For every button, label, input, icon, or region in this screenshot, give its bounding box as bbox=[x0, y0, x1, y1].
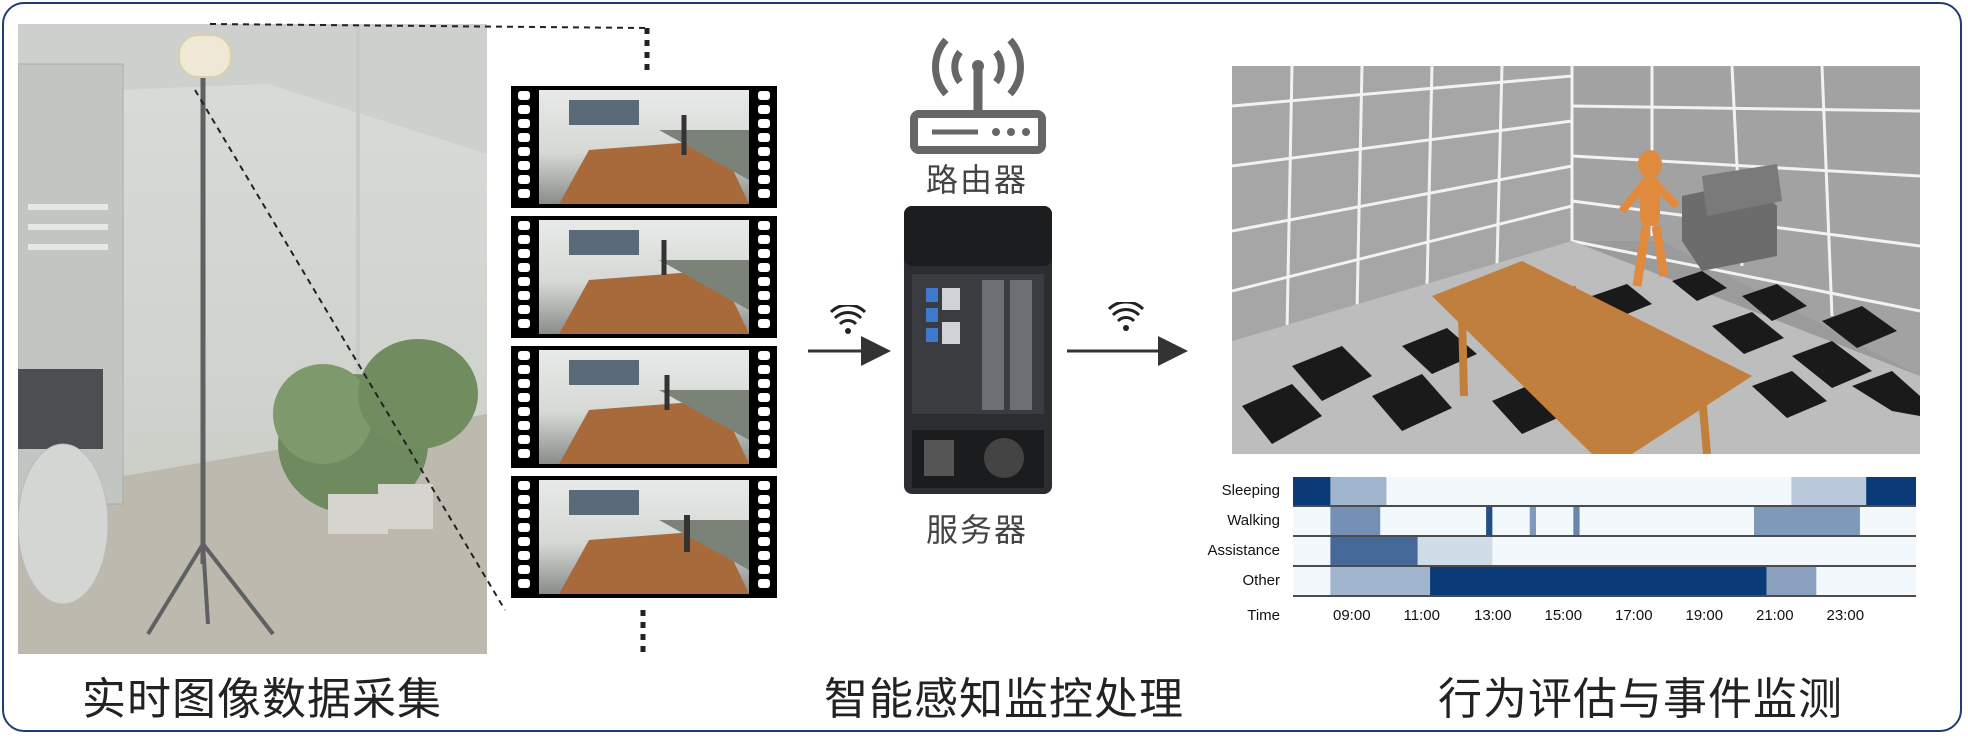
scene-render bbox=[1232, 66, 1920, 454]
video-frame bbox=[511, 476, 777, 598]
heatmap-cell bbox=[1754, 507, 1860, 535]
x-tick-label: 09:00 bbox=[1333, 607, 1371, 624]
heatmap-cell bbox=[1766, 567, 1817, 595]
x-tick-label: 23:00 bbox=[1826, 607, 1865, 624]
wifi-icon bbox=[830, 305, 866, 334]
heatmap-cell bbox=[1791, 477, 1867, 505]
heatmap-cell bbox=[1330, 507, 1381, 535]
heatmap-row bbox=[1293, 477, 1916, 505]
x-tick-label: 15:00 bbox=[1544, 607, 1583, 624]
heatmap-row-label: Assistance bbox=[1207, 542, 1280, 559]
heatmap-cell bbox=[1293, 477, 1331, 505]
x-axis-label: Time bbox=[1247, 607, 1280, 624]
caption-processing: 智能感知监控处理 bbox=[824, 674, 1184, 725]
server-label: 服务器 bbox=[926, 511, 1029, 549]
camera-icon bbox=[178, 34, 232, 78]
video-frame bbox=[511, 86, 777, 208]
video-frames bbox=[511, 86, 779, 606]
heatmap-cell bbox=[1330, 567, 1431, 595]
router-label: 路由器 bbox=[926, 161, 1029, 199]
x-tick-label: 13:00 bbox=[1474, 607, 1512, 624]
x-tick-label: 21:00 bbox=[1756, 607, 1794, 624]
video-frame bbox=[511, 216, 777, 338]
heatmap-row-label: Other bbox=[1242, 572, 1280, 589]
heatmap-cell bbox=[1486, 507, 1493, 535]
heatmap-row-label: Sleeping bbox=[1221, 482, 1280, 499]
x-tick-label: 19:00 bbox=[1685, 607, 1724, 624]
server-icon bbox=[904, 206, 1052, 494]
heatmap-cell bbox=[1330, 537, 1418, 565]
heatmap-cell bbox=[1417, 537, 1493, 565]
video-frame bbox=[511, 346, 777, 468]
heatmap-cell bbox=[1866, 477, 1916, 505]
heatmap-cell bbox=[1430, 567, 1767, 595]
router-icon bbox=[910, 37, 1046, 154]
wifi-icon bbox=[1108, 302, 1144, 331]
x-tick-label: 11:00 bbox=[1403, 607, 1440, 624]
caption-data-collection: 实时图像数据采集 bbox=[82, 674, 442, 725]
heatmap-cell bbox=[1573, 507, 1580, 535]
heatmap-cell bbox=[1330, 477, 1387, 505]
caption-evaluation: 行为评估与事件监测 bbox=[1438, 674, 1843, 725]
heatmap-row-label: Walking bbox=[1227, 512, 1280, 529]
heatmap-cell bbox=[1529, 507, 1536, 535]
camera-photo bbox=[18, 24, 487, 654]
x-tick-label: 17:00 bbox=[1615, 607, 1653, 624]
